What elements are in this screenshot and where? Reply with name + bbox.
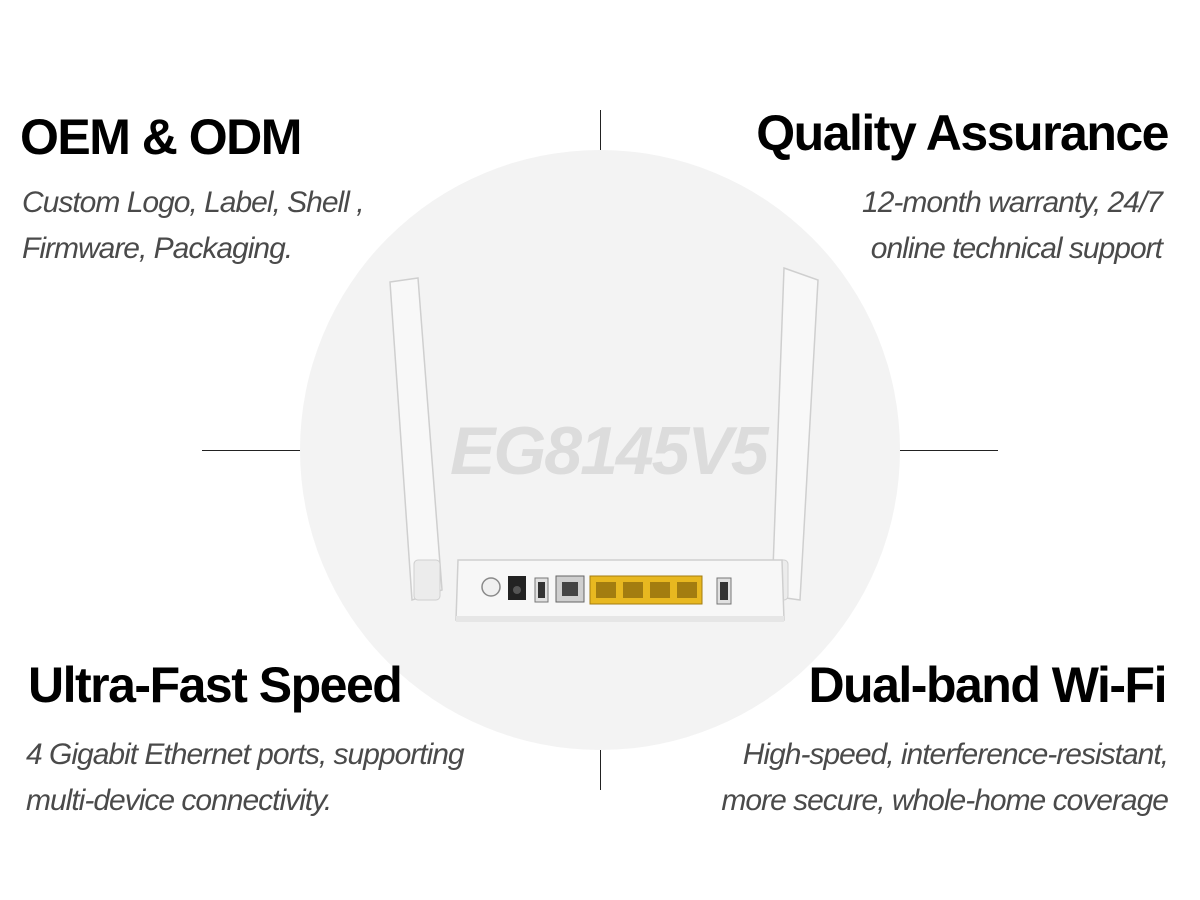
oem-odm-title: OEM & ODM — [20, 109, 302, 165]
dual-band-wifi-title: Dual-band Wi-Fi — [808, 657, 1167, 713]
dual-band-wifi-line-2: more secure, whole-home coverage — [721, 784, 1169, 817]
quality-assurance-description: 12-month warranty, 24/7 online technical… — [862, 180, 1163, 272]
divider-left — [202, 450, 300, 451]
oem-odm-line-2: Firmware, Packaging. — [22, 232, 293, 265]
ethernet-ports-icon — [589, 575, 703, 605]
oem-odm-line-1: Custom Logo, Label, Shell , — [22, 186, 365, 219]
ultra-fast-speed-line-1: 4 Gigabit Ethernet ports, supporting — [26, 738, 465, 771]
usb-port-icon — [534, 577, 549, 603]
left-antenna-icon — [389, 277, 443, 602]
phone-port-icon — [555, 575, 585, 603]
power-jack-icon — [508, 576, 526, 600]
dual-band-wifi-description: High-speed, interference-resistant, more… — [721, 732, 1169, 824]
divider-bottom — [600, 750, 601, 790]
oem-odm-description: Custom Logo, Label, Shell , Firmware, Pa… — [22, 180, 365, 272]
power-button-icon — [481, 577, 501, 597]
quality-assurance-line-2: online technical support — [870, 232, 1163, 265]
ultra-fast-speed-line-2: multi-device connectivity. — [26, 784, 332, 817]
quality-assurance-title: Quality Assurance — [756, 105, 1169, 161]
model-watermark: EG8145V5 — [450, 413, 769, 489]
divider-top — [600, 110, 601, 150]
usb-port-2-icon — [716, 577, 732, 605]
divider-right — [900, 450, 998, 451]
ultra-fast-speed-title: Ultra-Fast Speed — [28, 657, 403, 713]
ultra-fast-speed-description: 4 Gigabit Ethernet ports, supporting mul… — [26, 732, 465, 824]
dual-band-wifi-line-1: High-speed, interference-resistant, — [742, 738, 1169, 771]
quality-assurance-line-1: 12-month warranty, 24/7 — [862, 186, 1163, 219]
right-antenna-icon — [761, 266, 819, 601]
router-image — [389, 266, 819, 622]
